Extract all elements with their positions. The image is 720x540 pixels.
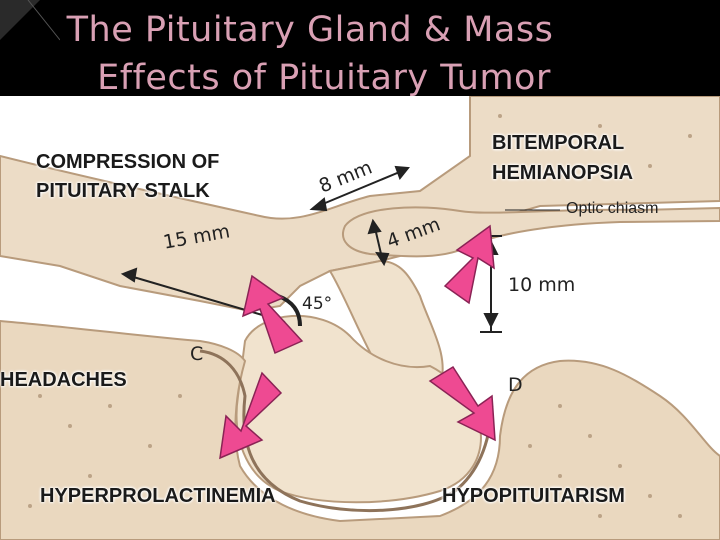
label-compression-stalk: COMPRESSION OF PITUITARY STALK xyxy=(36,151,220,202)
label-bitemporal-hemianopsia: BITEMPORAL HEMIANOPSIA xyxy=(492,132,634,184)
pituitary-diagram xyxy=(0,96,720,540)
slide-title-line-1: The Pituitary Gland & Mass xyxy=(66,10,554,50)
arrow-down-right xyxy=(428,365,496,442)
label-c: C xyxy=(190,343,204,365)
lower-tissue xyxy=(0,319,720,540)
label-d: D xyxy=(508,374,523,396)
arrow-down-left xyxy=(219,371,283,460)
label-headaches: HEADACHES xyxy=(0,369,127,391)
optic-chiasm-label: Optic chiasm xyxy=(566,200,659,217)
bone-speckles xyxy=(28,114,692,518)
measure-10mm: 10 mm xyxy=(508,274,576,296)
label-hypopituitarism: HYPOPITUITARISM xyxy=(442,485,625,507)
label-hyperprolactinemia: HYPERPROLACTINEMIA xyxy=(40,485,276,507)
corner-decoration xyxy=(0,0,60,41)
sella-outline xyxy=(199,349,494,513)
title-bar xyxy=(0,0,720,96)
measure-angle: 45° xyxy=(302,294,333,314)
slide-title-line-2: Effects of Pituitary Tumor xyxy=(97,58,551,98)
arrow-up-left xyxy=(241,274,304,355)
arrow-up-right xyxy=(443,224,495,305)
